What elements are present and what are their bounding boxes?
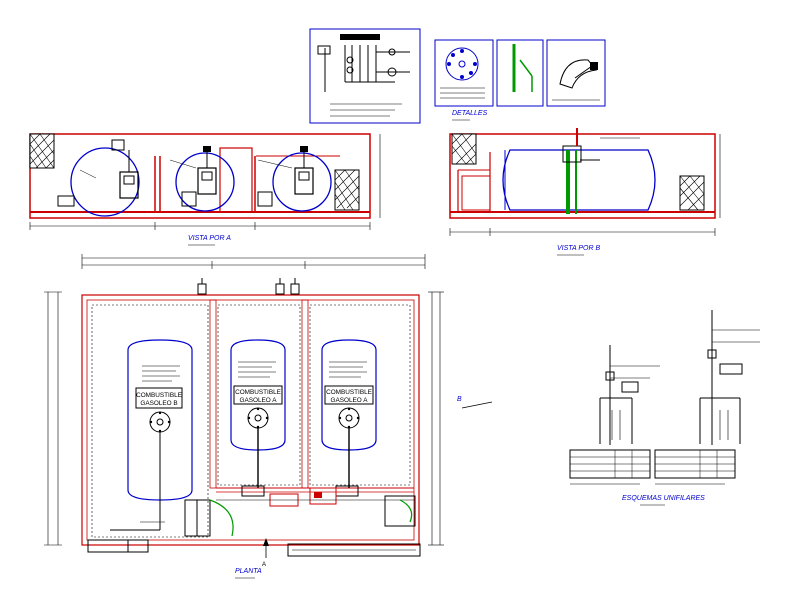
planta-title: PLANTA [235, 568, 262, 575]
details-panel: DETALLES [434, 39, 606, 121]
elevation-view-a: VISTA POR A [29, 133, 381, 246]
marker-a: A [262, 562, 266, 568]
elevation-view-b: VISTA POR B [449, 128, 721, 256]
vista-a-title: VISTA POR A [188, 235, 231, 242]
tank-middle-label-line2: GASOLEO A [240, 397, 278, 404]
wiring-schematic-detail [309, 28, 421, 124]
tank-right-label-line1: COMBUSTIBLE [326, 389, 372, 396]
single-line-diagrams: ESQUEMAS UNIFILARES [569, 310, 760, 506]
tank-left-label-line1: COMBUSTIBLE [136, 392, 182, 399]
tank-right-label-line2: GASOLEO A [331, 397, 369, 404]
marker-b: B [457, 396, 462, 403]
marker-b-arrow: B [457, 396, 493, 409]
detalles-title: DETALLES [452, 110, 488, 117]
tank-left-label-line2: GASOLEO B [140, 400, 177, 407]
tank-middle-label-line1: COMBUSTIBLE [235, 389, 281, 396]
esquemas-title: ESQUEMAS UNIFILARES [622, 495, 705, 502]
plan-view: COMBUSTIBLE GASOLEO B COMBUSTIBLE GASOLE… [44, 254, 444, 579]
vista-b-title: VISTA POR B [557, 245, 601, 252]
